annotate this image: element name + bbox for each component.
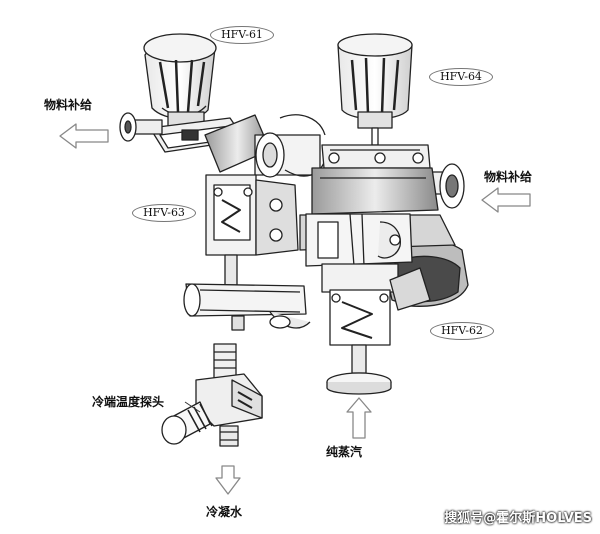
arrow-left-feed <box>59 123 109 149</box>
hfv-63-valve <box>205 174 299 286</box>
hfv-62-valve <box>321 263 431 395</box>
arrow-right-feed <box>481 187 531 213</box>
label-pure-steam: 纯蒸汽 <box>326 445 363 459</box>
right-body-block <box>305 213 413 267</box>
arrow-pure-steam <box>346 397 372 439</box>
label-cold-end-probe: 冷端温度探头 <box>92 395 165 409</box>
lower-clamp <box>183 283 311 331</box>
probe-tee-assembly <box>161 343 263 447</box>
tag-hfv-62: HFV-62 <box>430 322 494 340</box>
label-feed-left: 物料补给 <box>44 98 93 112</box>
tag-hfv-64: HFV-64 <box>429 68 493 86</box>
hfv-61-valve <box>119 33 271 173</box>
tag-hfv-61: HFV-61 <box>210 26 274 44</box>
label-feed-right: 物料补给 <box>484 170 533 184</box>
tag-hfv-63: HFV-63 <box>132 204 196 222</box>
hfv-64-valve <box>311 33 465 215</box>
label-condensate: 冷凝水 <box>206 505 243 519</box>
crossover-pipe <box>254 114 326 178</box>
arrow-condensate <box>215 465 241 495</box>
watermark: 搜狐号@霍尔斯HOLVES <box>444 511 592 526</box>
